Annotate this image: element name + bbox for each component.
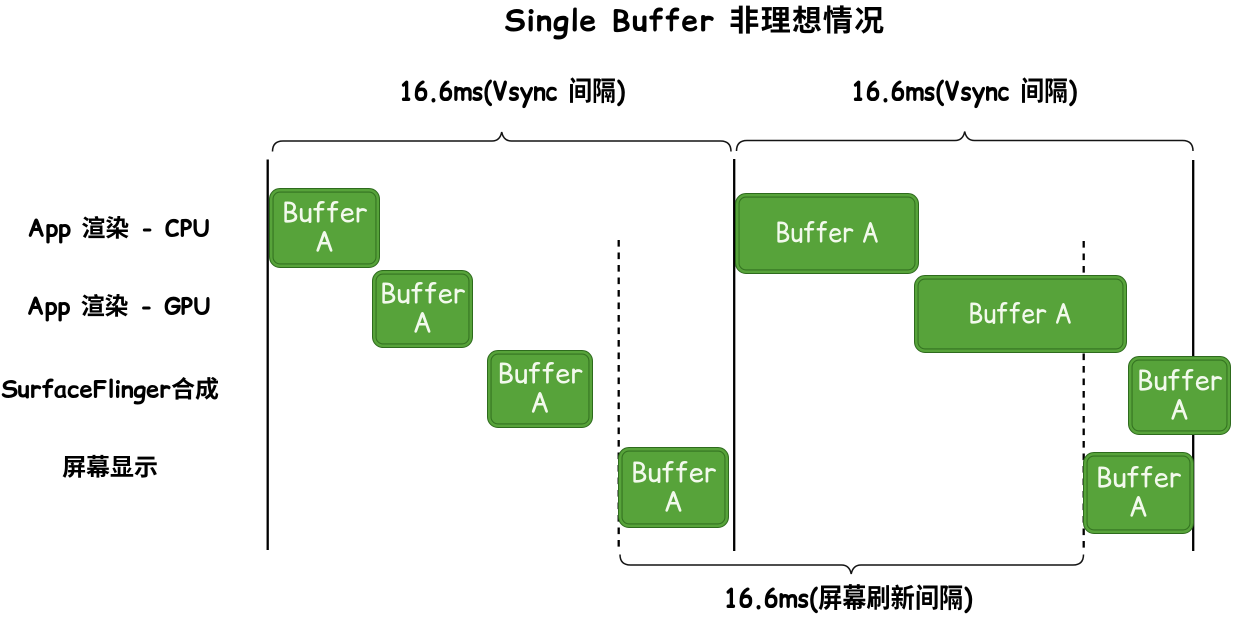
buffer-box-cpu-2: Buffer A — [735, 193, 919, 274]
vsync-interval-label-1: 16.6ms(Vsync 间隔) — [399, 73, 625, 111]
vsync-interval-label-2: 16.6ms(Vsync 间隔) — [851, 73, 1077, 111]
buffer-box-sf-2: Buffer A — [1128, 356, 1231, 435]
buffer-box-sf-1: Buffer A — [487, 350, 593, 428]
screen-refresh-interval-label: 16.6ms(屏幕刷新间隔) — [723, 580, 973, 618]
buffer-box-gpu-1: Buffer A — [372, 270, 473, 348]
row-label-surfaceflinger: SurfaceFlinger合成 — [0, 373, 220, 407]
diagram-title: Single Buffer 非理想情况 — [504, 0, 886, 42]
buffer-box-display-1: Buffer A — [618, 447, 729, 528]
top-brace-1 — [271, 131, 732, 152]
top-brace-2 — [735, 131, 1194, 152]
bottom-brace — [619, 554, 1085, 575]
row-label-app-gpu: App 渲染 - GPU — [27, 290, 211, 324]
row-label-app-cpu: App 渲染 - CPU — [27, 212, 211, 246]
buffer-box-display-2: Buffer A — [1083, 452, 1194, 534]
row-label-screen-display: 屏幕显示 — [62, 451, 158, 485]
buffer-box-cpu-1: Buffer A — [269, 188, 380, 268]
buffer-box-gpu-2: Buffer A — [914, 275, 1127, 353]
